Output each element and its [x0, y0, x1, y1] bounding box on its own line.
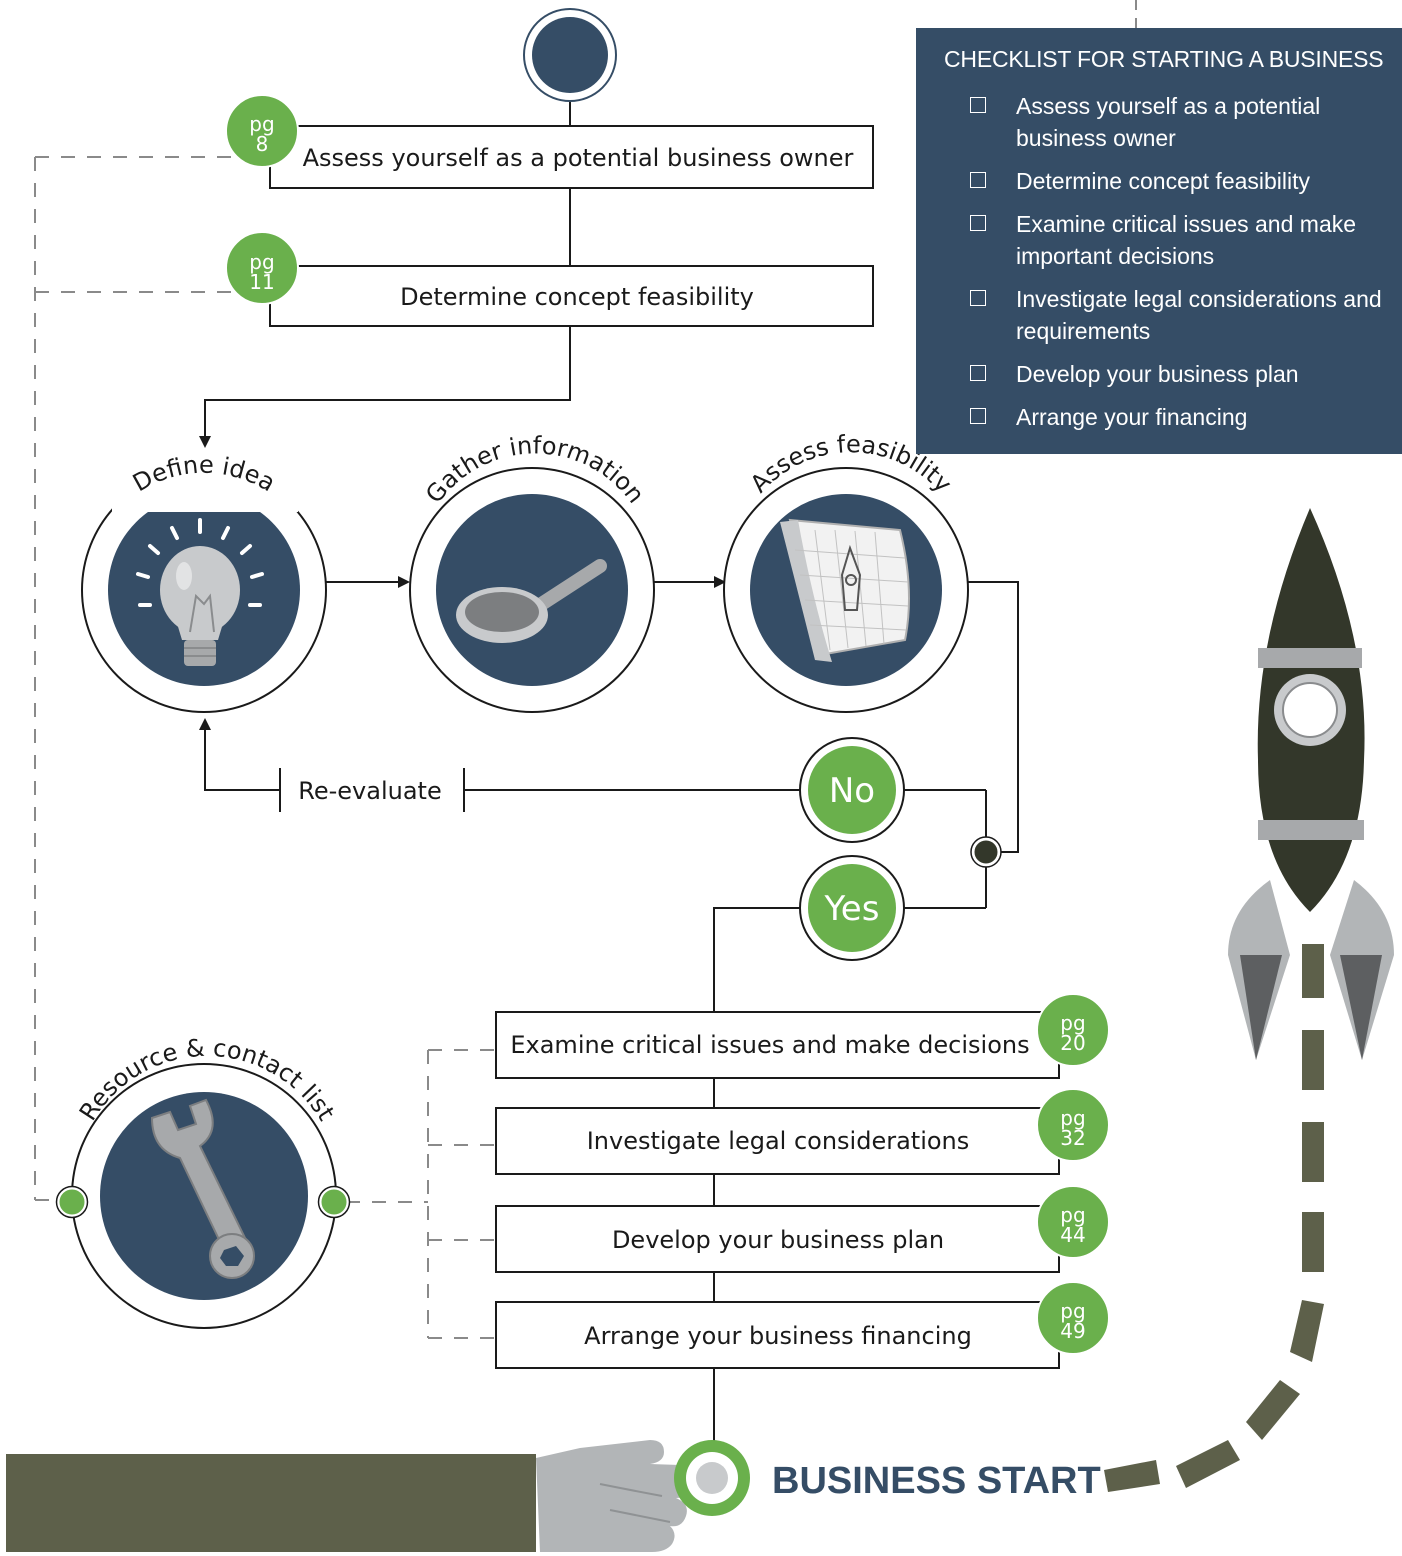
checklist-item: Assess yourself as a potential business … [970, 90, 1400, 154]
checklist-item-label: Investigate legal considerations and req… [1016, 286, 1382, 344]
step-examine-issues: Examine critical issues and make decisio… [495, 1011, 1060, 1079]
cycle-define-idea: Define idea [81, 451, 327, 713]
badge-pg: pg [1060, 1203, 1085, 1227]
badge-pg: pg [249, 250, 274, 274]
checkbox-icon[interactable] [970, 365, 986, 381]
business-start-button[interactable] [674, 1440, 750, 1516]
page-badge-11: pg 11 [225, 231, 299, 305]
checklist-item: Arrange your financing [970, 401, 1400, 433]
badge-pg: pg [249, 112, 274, 136]
checkbox-icon[interactable] [970, 215, 986, 231]
step-concept-feasibility: Determine concept feasibility [269, 265, 874, 327]
step-business-financing: Arrange your business financing [495, 1301, 1060, 1369]
badge-page: 8 [256, 132, 269, 156]
svg-text:Re-evaluate: Re-evaluate [298, 777, 441, 805]
decision-junction [971, 837, 1001, 867]
checklist-item-label: Arrange your financing [1016, 404, 1248, 430]
decision-no: No [799, 737, 905, 843]
page-badge-20: pg 20 [1036, 993, 1110, 1067]
checkbox-icon[interactable] [970, 172, 986, 188]
badge-page: 20 [1060, 1031, 1085, 1055]
checklist-items: Assess yourself as a potential business … [970, 90, 1400, 444]
decision-yes: Yes [799, 855, 905, 961]
decision-label: Yes [824, 889, 880, 929]
step-label: Examine critical issues and make decisio… [510, 1031, 1029, 1059]
magnifying-glass-icon [456, 559, 607, 643]
badge-page: 11 [249, 270, 274, 294]
badge-pg: pg [1060, 1011, 1085, 1035]
checklist-item-label: Determine concept feasibility [1016, 168, 1311, 194]
badge-page: 49 [1060, 1319, 1085, 1343]
flow-connectors [199, 100, 1019, 1442]
checklist-item: Develop your business plan [970, 358, 1400, 390]
rocket-icon [1228, 508, 1394, 1060]
step-label: Determine concept feasibility [400, 283, 754, 311]
checkbox-icon[interactable] [970, 97, 986, 113]
step-business-plan: Develop your business plan [495, 1205, 1060, 1273]
step-legal-considerations: Investigate legal considerations [495, 1107, 1060, 1175]
badge-pg: pg [1060, 1106, 1085, 1130]
badge-pg: pg [1060, 1299, 1085, 1323]
page-badge-49: pg 49 [1036, 1281, 1110, 1355]
checklist-panel: CHECKLIST FOR STARTING A BUSINESS Assess… [916, 28, 1402, 454]
checklist-item: Examine critical issues and make importa… [970, 208, 1400, 272]
sleeve [6, 1454, 536, 1552]
blueprint-icon [780, 518, 910, 662]
decision-label: No [829, 771, 875, 811]
resource-contact-list: Resource & contact list [55, 1034, 351, 1329]
cycle-gather-information: Gather information [409, 431, 655, 713]
page-badge-8: pg 8 [225, 94, 299, 168]
rocket-trail [1104, 944, 1324, 1492]
checklist-title: CHECKLIST FOR STARTING A BUSINESS [944, 46, 1384, 72]
step-label: Arrange your business financing [584, 1322, 972, 1350]
step-label: Investigate legal considerations [587, 1127, 970, 1155]
checklist-item-label: Assess yourself as a potential business … [1016, 93, 1321, 151]
business-start-label: BUSINESS START [772, 1460, 1101, 1502]
checklist-item: Determine concept feasibility [970, 165, 1400, 197]
checklist-item-label: Develop your business plan [1016, 361, 1299, 387]
badge-page: 44 [1060, 1223, 1085, 1247]
cycle-assess-feasibility: Assess feasibility [723, 430, 969, 713]
checkbox-icon[interactable] [970, 408, 986, 424]
page-badge-44: pg 44 [1036, 1185, 1110, 1259]
checklist-item: Investigate legal considerations and req… [970, 283, 1400, 347]
checkbox-icon[interactable] [970, 290, 986, 306]
page-badge-32: pg 32 [1036, 1088, 1110, 1162]
checklist-item-label: Examine critical issues and make importa… [1016, 211, 1357, 269]
re-evaluate-label: Re-evaluate [282, 772, 462, 808]
wrench-icon [150, 1098, 255, 1279]
start-node [523, 8, 617, 102]
resource-dashed-links [34, 156, 496, 1339]
step-assess-yourself: Assess yourself as a potential business … [269, 125, 874, 189]
lightbulb-icon [136, 518, 264, 666]
step-label: Assess yourself as a potential business … [303, 144, 854, 172]
badge-page: 32 [1060, 1126, 1085, 1150]
step-label: Develop your business plan [612, 1226, 944, 1254]
